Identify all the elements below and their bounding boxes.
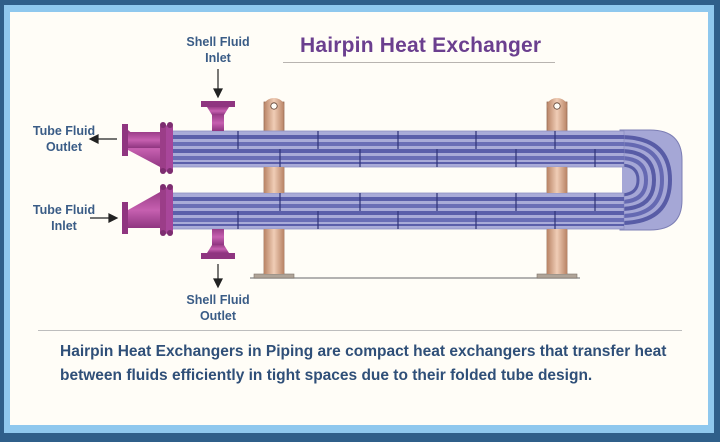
support-right-lower: [547, 229, 567, 274]
upper-tube-bundle: [171, 130, 625, 168]
label-shell-fluid-inlet: Shell Fluid Inlet: [180, 34, 256, 66]
tube-inlet-channel-icon: [122, 184, 173, 236]
shell-outlet-nozzle-icon: [201, 229, 235, 259]
label-line: Inlet: [205, 51, 231, 65]
label-tube-fluid-inlet: Tube Fluid Inlet: [26, 202, 102, 234]
label-line: Shell Fluid: [186, 35, 250, 49]
support-left-mid: [264, 167, 284, 193]
flow-arrows: [88, 69, 223, 289]
label-line: Inlet: [51, 219, 77, 233]
label-shell-fluid-outlet: Shell Fluid Outlet: [180, 292, 256, 324]
label-line: Tube Fluid: [32, 203, 96, 217]
support-right-mid: [547, 167, 567, 193]
u-bend-tubes: [619, 135, 673, 225]
diagram-title: Hairpin Heat Exchanger: [300, 34, 542, 57]
lower-tube-bundle: [171, 192, 625, 230]
label-line: Tube Fluid: [32, 124, 96, 138]
shell-inlet-nozzle-icon: [201, 101, 235, 131]
tube-outlet-channel-icon: [122, 122, 173, 174]
caption-text: Hairpin Heat Exchangers in Piping are co…: [60, 343, 667, 384]
support-left-lower: [264, 229, 284, 274]
label-tube-fluid-outlet: Tube Fluid Outlet: [26, 123, 102, 155]
label-line: Shell Fluid: [186, 293, 250, 307]
title-underline: [283, 62, 555, 63]
label-line: Outlet: [199, 309, 237, 323]
u-bend-gap: [600, 167, 622, 193]
label-line: Outlet: [45, 140, 83, 154]
caption-divider: [38, 330, 682, 331]
